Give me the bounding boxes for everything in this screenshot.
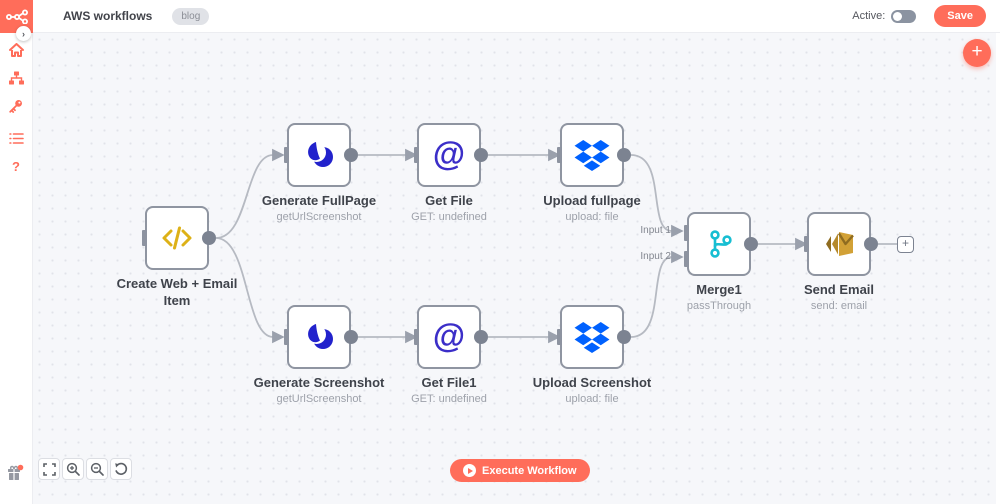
- workflow-title[interactable]: AWS workflows: [63, 9, 153, 23]
- http-at-icon: @: [432, 135, 466, 172]
- node-subtitle: getUrlScreenshot: [276, 210, 362, 223]
- node-send-email[interactable]: Send Email send: email: [804, 212, 878, 312]
- output-handle[interactable]: [617, 330, 631, 344]
- play-icon: [463, 464, 476, 477]
- active-toggle[interactable]: [891, 9, 917, 23]
- node-subtitle: GET: undefined: [411, 210, 487, 223]
- input-handle[interactable]: [557, 329, 562, 345]
- sidebar-item-help[interactable]: ?: [7, 157, 25, 175]
- key-icon: [9, 100, 22, 113]
- dropbox-icon: [574, 139, 610, 171]
- node-subtitle: getUrlScreenshot: [276, 392, 362, 405]
- node-get-file[interactable]: @ Get File GET: undefined: [411, 123, 488, 223]
- input-handle[interactable]: [284, 147, 289, 163]
- add-node-button[interactable]: +: [963, 39, 991, 67]
- node-label: Upload fullpage: [543, 193, 641, 208]
- input-handle-1[interactable]: [684, 225, 689, 241]
- zoom-in-icon: [66, 462, 80, 476]
- input-handle[interactable]: [804, 236, 809, 252]
- output-handle[interactable]: [474, 330, 488, 344]
- input-handle[interactable]: [284, 329, 289, 345]
- sidebar-item-executions[interactable]: [7, 69, 25, 87]
- node-subtitle: passThrough: [686, 299, 752, 312]
- http-at-icon: @: [432, 317, 466, 354]
- dropbox-icon: [574, 321, 610, 353]
- input-handle[interactable]: [414, 147, 419, 163]
- save-button[interactable]: Save: [934, 5, 986, 27]
- canvas-controls: [38, 458, 132, 480]
- node-label: Create Web + Email Item: [116, 276, 238, 308]
- node-label: Send Email: [803, 282, 875, 297]
- reset-zoom-icon: [115, 462, 128, 475]
- help-icon: ?: [12, 158, 20, 174]
- input-handle[interactable]: [557, 147, 562, 163]
- list-icon: [8, 132, 24, 144]
- input-handle[interactable]: [414, 329, 419, 345]
- input-handle-2[interactable]: [684, 251, 689, 267]
- top-bar: AWS workflows blog Active: Save: [0, 0, 1000, 33]
- aws-ses-icon: [826, 232, 854, 256]
- execute-workflow-label: Execute Workflow: [482, 464, 577, 477]
- output-handle[interactable]: [344, 330, 358, 344]
- node-subtitle: send: email: [810, 299, 868, 312]
- uproc-icon: [307, 324, 333, 349]
- merge-icon: [710, 230, 732, 258]
- node-subtitle: GET: undefined: [411, 392, 487, 405]
- output-handle[interactable]: [864, 237, 878, 251]
- zoom-out-button[interactable]: [86, 458, 108, 480]
- fit-view-icon: [42, 462, 56, 476]
- node-subtitle: upload: file: [565, 392, 619, 405]
- sidebar-item-home[interactable]: [7, 41, 25, 59]
- node-create-item[interactable]: Create Web + Email Item: [117, 206, 237, 308]
- merge-input1-label: Input 1: [640, 225, 671, 236]
- output-handle[interactable]: [617, 148, 631, 162]
- node-subtitle: upload: file: [565, 210, 619, 223]
- active-label: Active:: [852, 10, 886, 22]
- sidebar-item-credentials[interactable]: [7, 97, 25, 115]
- code-icon: [162, 226, 192, 250]
- zoom-in-button[interactable]: [62, 458, 84, 480]
- output-handle[interactable]: [344, 148, 358, 162]
- connection-lines: [215, 148, 897, 344]
- node-label: Get File: [425, 193, 473, 208]
- whats-new-button[interactable]: [6, 464, 24, 480]
- n8n-logo-icon: [5, 9, 28, 24]
- sidebar: ?: [0, 33, 33, 504]
- zoom-to-fit-button[interactable]: [38, 458, 60, 480]
- sidebar-collapse-button[interactable]: ›: [16, 26, 31, 41]
- output-handle[interactable]: [202, 231, 216, 245]
- merge-input2-label: Input 2: [640, 251, 671, 262]
- output-handle[interactable]: [744, 237, 758, 251]
- node-label: Get File1: [421, 375, 477, 390]
- add-connected-node-button[interactable]: +: [897, 236, 914, 253]
- uproc-icon: [307, 142, 333, 167]
- output-handle[interactable]: [474, 148, 488, 162]
- reset-zoom-button[interactable]: [110, 458, 132, 480]
- node-generate-screenshot[interactable]: Generate Screenshot getUrlScreenshot: [254, 305, 384, 405]
- sidebar-item-templates[interactable]: [7, 129, 25, 147]
- node-label: Upload Screenshot: [532, 375, 652, 390]
- input-handle[interactable]: [142, 230, 147, 246]
- gift-icon: [8, 464, 24, 480]
- node-generate-fullpage[interactable]: Generate FullPage getUrlScreenshot: [262, 123, 376, 223]
- workflow-tag[interactable]: blog: [172, 7, 210, 25]
- node-get-file1[interactable]: @ Get File1 GET: undefined: [411, 305, 488, 405]
- node-label: Generate Screenshot: [253, 375, 385, 390]
- home-icon: [8, 43, 24, 57]
- node-upload-screenshot[interactable]: Upload Screenshot upload: file: [533, 305, 651, 405]
- node-upload-fullpage[interactable]: Upload fullpage upload: file: [543, 123, 641, 223]
- workflow-canvas[interactable]: Create Web + Email Item Generate FullPag…: [33, 33, 996, 504]
- node-merge1[interactable]: Merge1 passThrough: [684, 212, 758, 312]
- execute-workflow-button[interactable]: Execute Workflow: [450, 459, 590, 482]
- zoom-out-icon: [90, 462, 104, 476]
- node-label: Generate FullPage: [261, 193, 377, 208]
- n8n-logo[interactable]: [0, 0, 33, 33]
- node-label: Merge1: [696, 282, 742, 297]
- sitemap-icon: [8, 71, 24, 85]
